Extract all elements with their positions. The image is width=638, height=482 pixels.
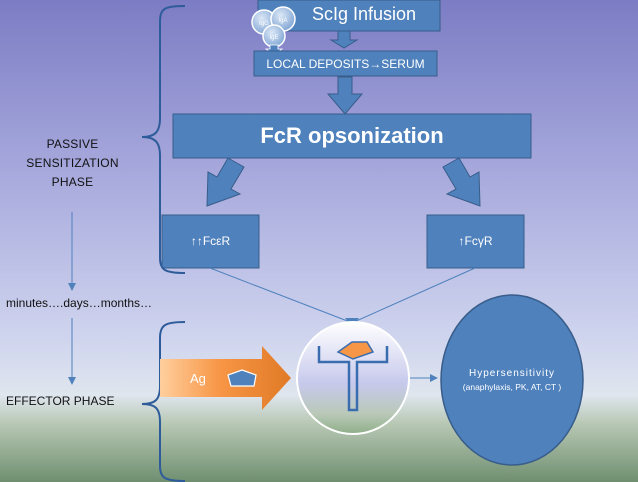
mast-cell-circle — [296, 321, 410, 435]
outcome-arrowhead — [430, 374, 438, 382]
effector-phase-brace — [141, 321, 186, 482]
timeline-arrow-upper — [68, 212, 76, 291]
passive-sensitization-phase-label: PASSIVE SENSITIZATION PHASE — [0, 135, 145, 192]
fce-receptor-label: ↑↑FcεR — [190, 234, 231, 248]
fcg-receptor-label: ↑FcγR — [458, 234, 493, 248]
antigen-pentagon-icon — [227, 369, 257, 387]
hypersensitivity-circle — [440, 294, 584, 466]
hypersensitivity-detail: (anaphylaxis, PK, AT, CT ) — [462, 382, 562, 392]
timeline-label: minutes….days…months… — [6, 296, 153, 310]
antigen-arrow — [160, 346, 291, 410]
fcg-connector-line — [353, 267, 476, 323]
arrow-infusion-to-deposits — [329, 30, 359, 49]
local-deposits-label: LOCAL DEPOSITS→SERUM — [266, 57, 425, 71]
timeline-arrow-lower — [68, 318, 76, 385]
hypersensitivity-title: Hypersensitivity — [468, 368, 556, 379]
bound-antigen-pentagon-icon — [336, 341, 375, 360]
fce-receptor-box — [161, 214, 260, 269]
passive-line-2: SENSITIZATION — [26, 156, 119, 170]
arrow-to-fce-box — [206, 157, 245, 207]
arrow-deposits-to-fcr — [326, 76, 364, 115]
scig-infusion-label: ScIg Infusion — [311, 4, 417, 24]
passive-phase-brace — [141, 5, 186, 274]
local-deposits-box — [253, 50, 438, 77]
antigen-label: Ag — [190, 371, 206, 386]
igg-bubble-label: IgG — [259, 21, 269, 27]
receptor-icon — [317, 341, 389, 412]
ige-bubble-label: IgE — [269, 35, 278, 41]
fcr-opsonization-label: FcR opsonization — [260, 123, 444, 148]
passive-line-1: PASSIVE — [46, 137, 99, 151]
arrow-to-fcg-box — [442, 157, 481, 207]
fce-connector-line — [209, 267, 351, 323]
fcr-opsonization-box — [172, 113, 532, 159]
ig-bubble-cluster: IgG IgA IgE — [251, 6, 296, 48]
iga-bubble-label: IgA — [278, 18, 287, 24]
effector-phase-label: EFFECTOR PHASE — [6, 394, 115, 408]
passive-line-3: PHASE — [51, 175, 94, 189]
fcg-receptor-box — [426, 214, 525, 269]
